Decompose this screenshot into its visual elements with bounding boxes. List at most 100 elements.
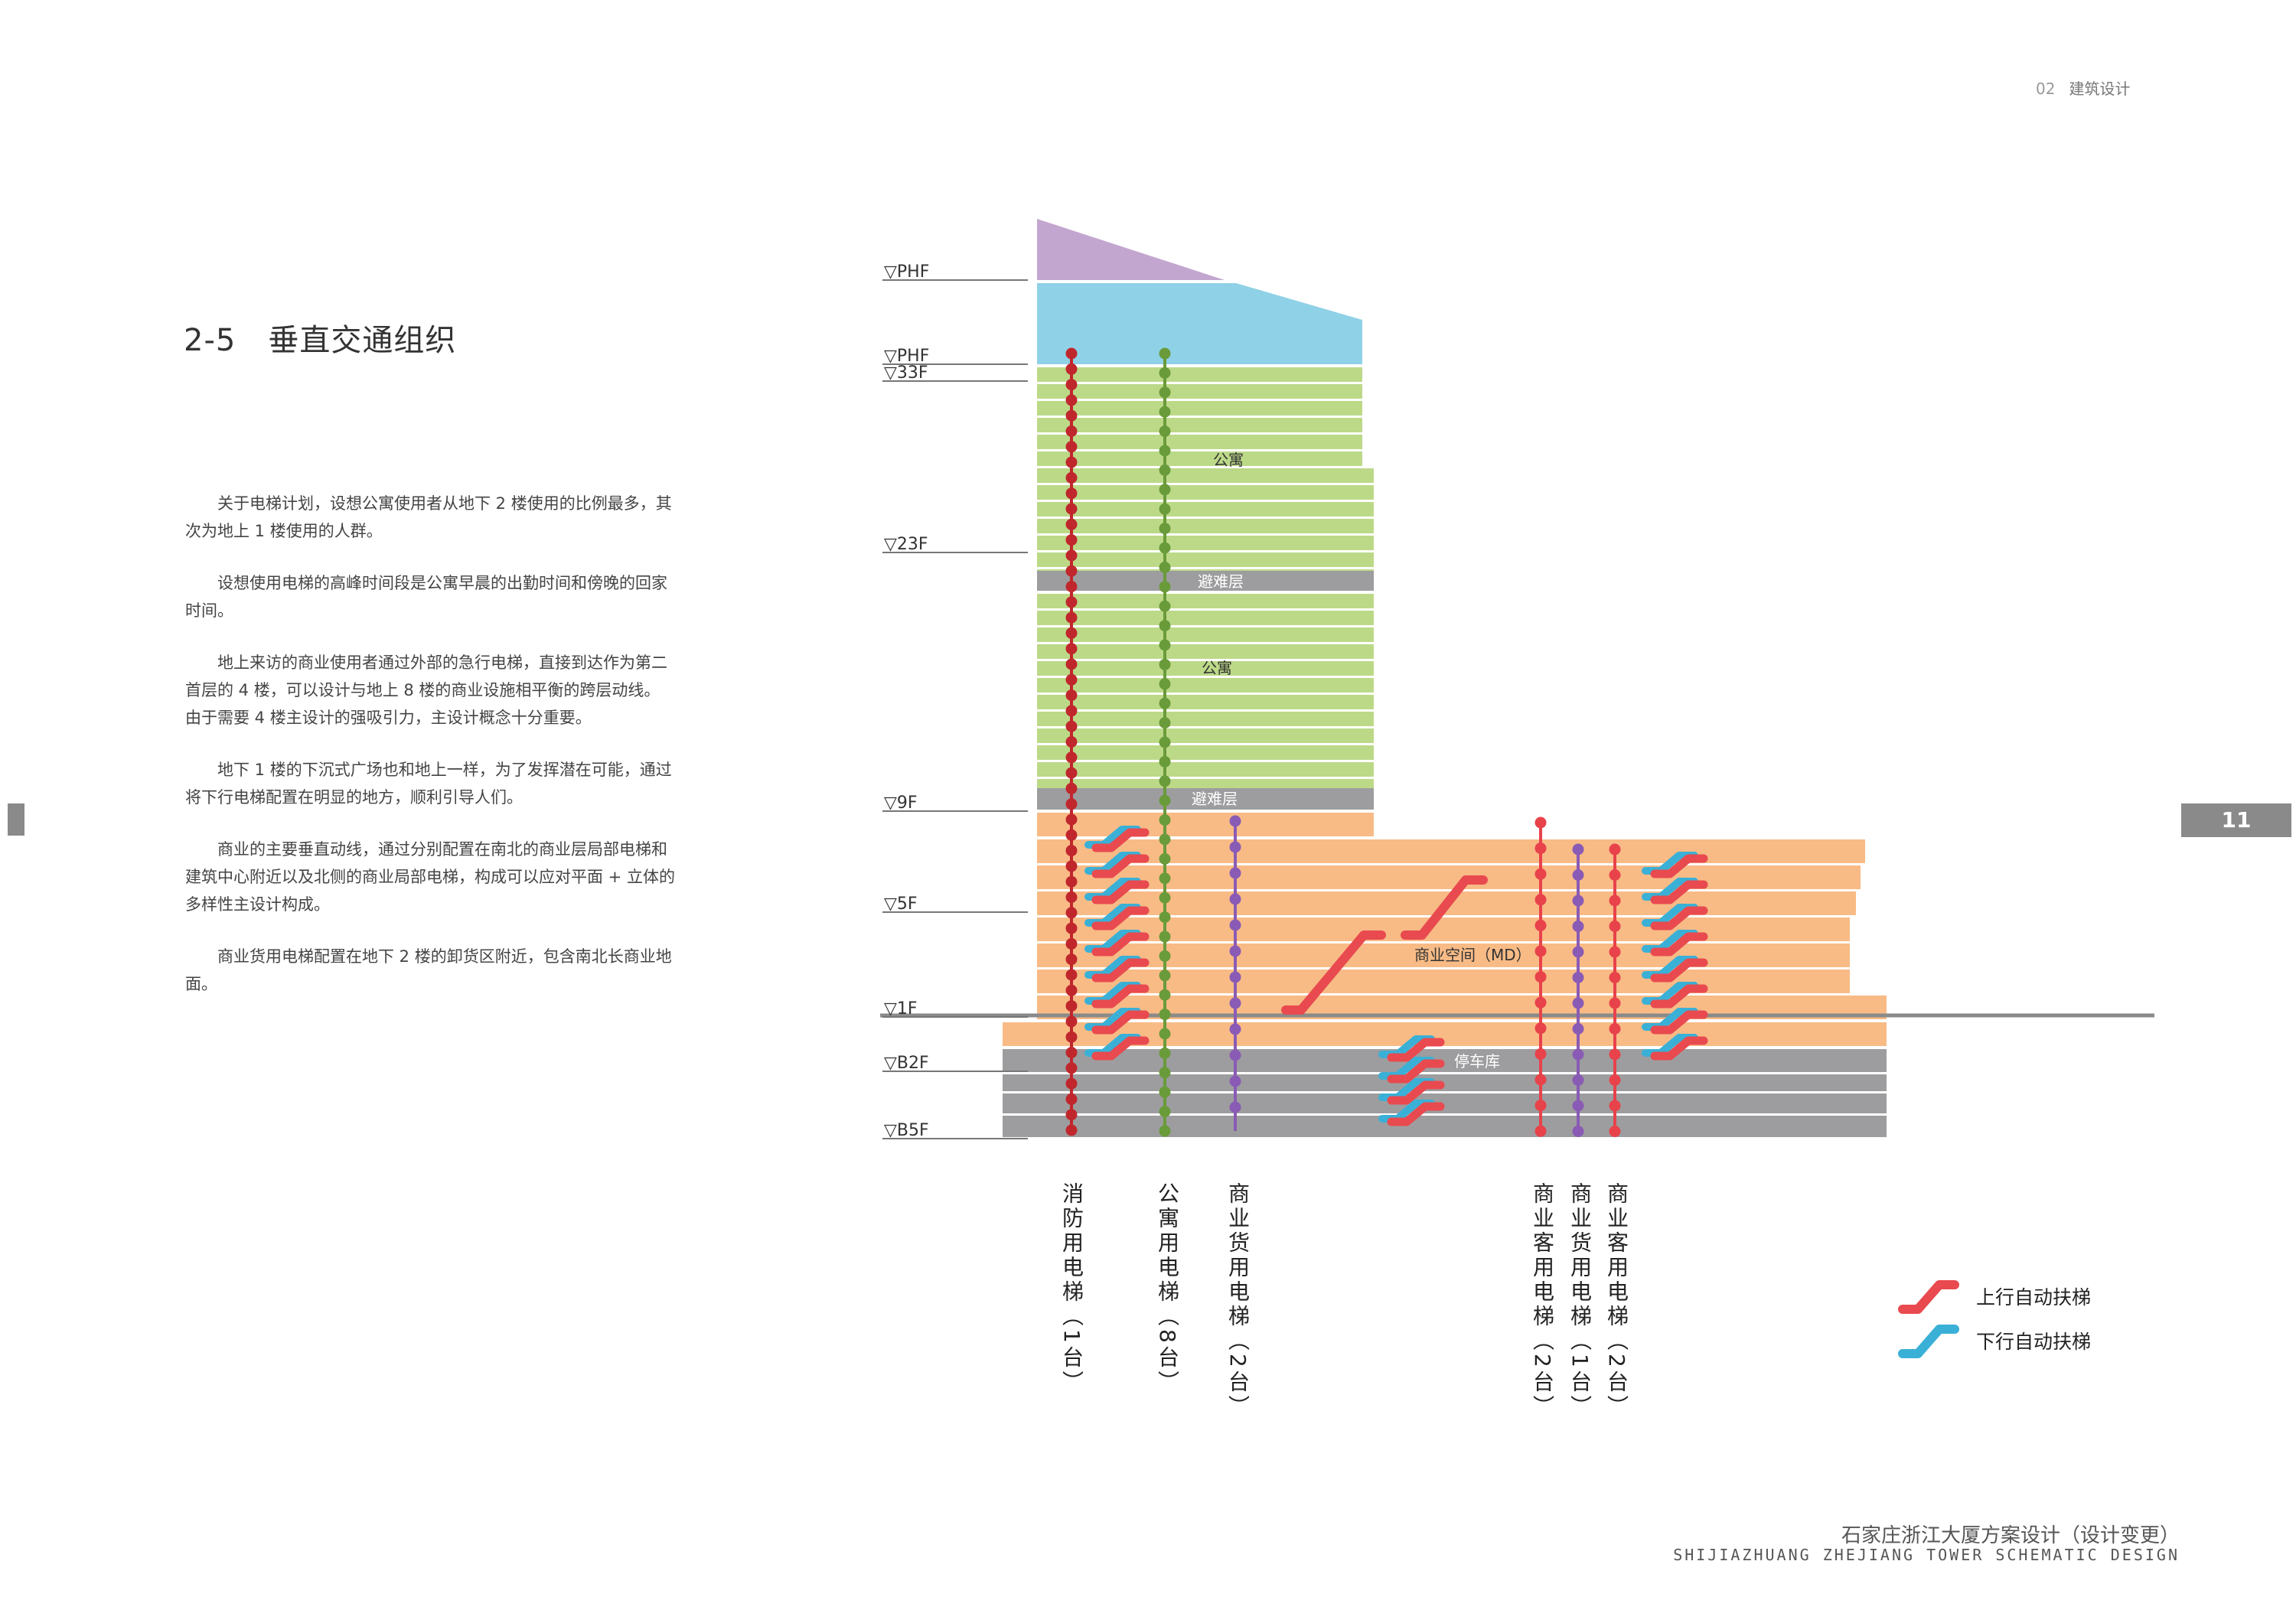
escalator-segment [1650, 1010, 1708, 1035]
escalator-segment [1091, 932, 1150, 957]
legend: 上行自动扶梯 下行自动扶梯 [1898, 1274, 2091, 1363]
level-label: ▽PHF [884, 262, 929, 282]
elevator-label-commercial-passenger-2: 商业客用电梯（2台） [1604, 1182, 1629, 1419]
elevator-stop [1065, 456, 1078, 468]
elevator-stop [1065, 953, 1078, 966]
elevator-stop [1065, 1062, 1078, 1074]
escalator-long [1281, 930, 1386, 1015]
elevator-label-apartment: 公寓用电梯（8台） [1155, 1182, 1180, 1395]
elevator-label-fire: 消防用电梯（1台） [1059, 1182, 1084, 1395]
parking-floor [1003, 1049, 1887, 1072]
elevator-stop [1065, 875, 1078, 888]
elevator-stop [1159, 833, 1171, 846]
elevator-stop [1065, 643, 1078, 655]
escalator-segment [1387, 1080, 1445, 1105]
zone-label-parking: 停车库 [1454, 1052, 1500, 1071]
apartment-floor [1037, 418, 1362, 432]
escalator-segment [1650, 880, 1708, 904]
zone-label-refuge-lower: 避难层 [1192, 790, 1238, 808]
level-markers: ▽PHF▽PHF▽33F▽23F▽9F▽5F▽1F▽B2F▽B5F [882, 262, 1028, 1140]
apartment-floor [1037, 745, 1374, 760]
elevator-stop [1065, 441, 1078, 453]
elevator-stop [1159, 775, 1171, 787]
elevator-stop [1534, 971, 1547, 983]
apartment-floor [1037, 678, 1374, 693]
roof-slope [1037, 219, 1225, 280]
elevator-stop [1159, 814, 1171, 826]
elevator-stop [1065, 1015, 1078, 1028]
elevator-stop [1609, 843, 1621, 855]
zone-label-commercial: 商业空间（MD） [1414, 946, 1531, 964]
level-label: ▽1F [884, 999, 918, 1018]
elevator-stop [1065, 907, 1078, 919]
elevator-stop [1572, 1126, 1584, 1137]
elevator-stop [1159, 950, 1171, 962]
elevator-stop [1159, 794, 1171, 807]
elevator-stop [1065, 394, 1078, 406]
up-escalator-icon [1898, 1280, 1959, 1314]
escalator-segment [1091, 958, 1150, 983]
elevator-stop [1159, 970, 1171, 982]
elevator-stop [1065, 782, 1078, 794]
apartment-floor [1037, 536, 1374, 550]
elevator-stop [1065, 1109, 1078, 1121]
escalator-segment [1091, 906, 1150, 930]
escalator-segment [1091, 1010, 1150, 1035]
elevator-stop [1065, 736, 1078, 748]
escalator-segment [1650, 906, 1708, 930]
commercial-floor-b1 [1003, 1022, 1887, 1046]
escalator-segment [1091, 984, 1150, 1009]
commercial-floor [1037, 970, 1850, 993]
elevator-stop [1572, 1100, 1584, 1112]
elevator-stop [1159, 1028, 1171, 1040]
zone-label-refuge-upper: 避难层 [1198, 572, 1244, 591]
elevator-stop [1065, 767, 1078, 779]
elevator-stop [1609, 1074, 1621, 1086]
elevator-stop [1534, 1048, 1547, 1060]
elevator-stop [1159, 1125, 1171, 1137]
elevator-stop [1229, 893, 1241, 905]
elevator-stop [1159, 542, 1171, 554]
elevator-stop [1159, 678, 1171, 690]
level-label: ▽PHF [884, 347, 929, 366]
apartment-floor [1037, 594, 1374, 608]
paragraph: 地上来访的商业使用者通过外部的急行电梯，直接到达作为第二首层的 4 楼，可以设计… [185, 653, 667, 727]
elevator-stop [1065, 1000, 1078, 1012]
elevator-stop [1229, 1075, 1241, 1087]
elevator-stop [1065, 969, 1078, 981]
elevator-stop [1065, 1047, 1078, 1058]
elevator-stop [1572, 921, 1584, 932]
elevator-stop [1159, 503, 1171, 515]
elevator-stop [1159, 367, 1171, 379]
apartment-floor [1037, 485, 1374, 500]
elevator-stop [1065, 611, 1078, 624]
escalator-segment [1650, 958, 1708, 983]
elevator-stop [1159, 697, 1171, 709]
elevator-stop [1609, 1126, 1621, 1137]
apartment-floor [1037, 661, 1374, 676]
elevator-stop [1065, 565, 1078, 577]
elevator-stop [1065, 549, 1078, 562]
parking-floor [1003, 1093, 1887, 1113]
elevator-stop [1229, 971, 1241, 983]
apartment-floor [1037, 502, 1374, 517]
elevator-stop [1609, 869, 1621, 881]
elevator-shafts [1065, 347, 1621, 1137]
elevator-stop [1159, 406, 1171, 418]
elevator-stop [1534, 842, 1547, 855]
elevator-stop [1065, 751, 1078, 764]
escalator-long [1401, 875, 1488, 940]
chapter-title: 建筑设计 [2069, 80, 2131, 98]
elevator-stop [1159, 600, 1171, 612]
elevator-stop [1065, 409, 1078, 422]
elevator-stop [1572, 946, 1584, 958]
elevator-stop [1572, 1074, 1584, 1086]
escalator-segment [1650, 854, 1708, 878]
elevator-stop [1609, 1100, 1621, 1112]
elevator-stop [1159, 620, 1171, 632]
elevator-stop [1609, 946, 1621, 958]
elevator-stop [1159, 872, 1171, 885]
page-number: 11 [2181, 803, 2291, 837]
elevator-stop [1534, 894, 1547, 906]
